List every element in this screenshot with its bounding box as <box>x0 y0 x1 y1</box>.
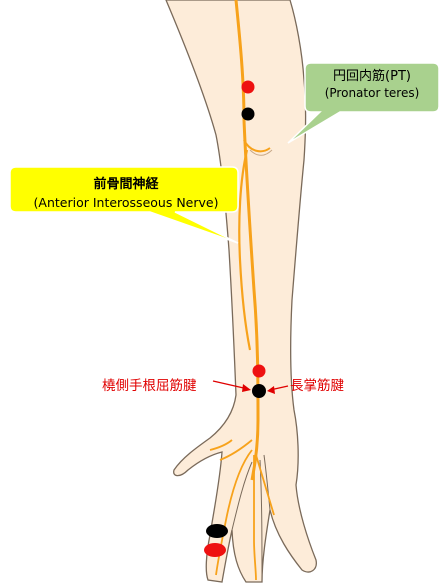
fcr-tendon-label: 橈側手根屈筋腱 <box>102 374 197 394</box>
red-dot-marker <box>253 365 266 378</box>
red-dot-marker <box>204 543 226 557</box>
red-dot-marker <box>242 81 255 94</box>
ain-callout-subtitle: (Anterior Interosseous Nerve) <box>14 196 238 210</box>
pronator-callout-title: 円回内筋(PT) <box>305 70 439 85</box>
ain-callout-title: 前骨間神経 <box>14 178 238 193</box>
black-dot-marker <box>242 108 255 121</box>
pl-tendon-label: 長掌筋腱 <box>290 374 344 394</box>
black-dot-marker <box>206 524 228 538</box>
pronator-callout-subtitle: (Pronator teres) <box>305 87 439 101</box>
black-dot-marker <box>252 384 266 398</box>
